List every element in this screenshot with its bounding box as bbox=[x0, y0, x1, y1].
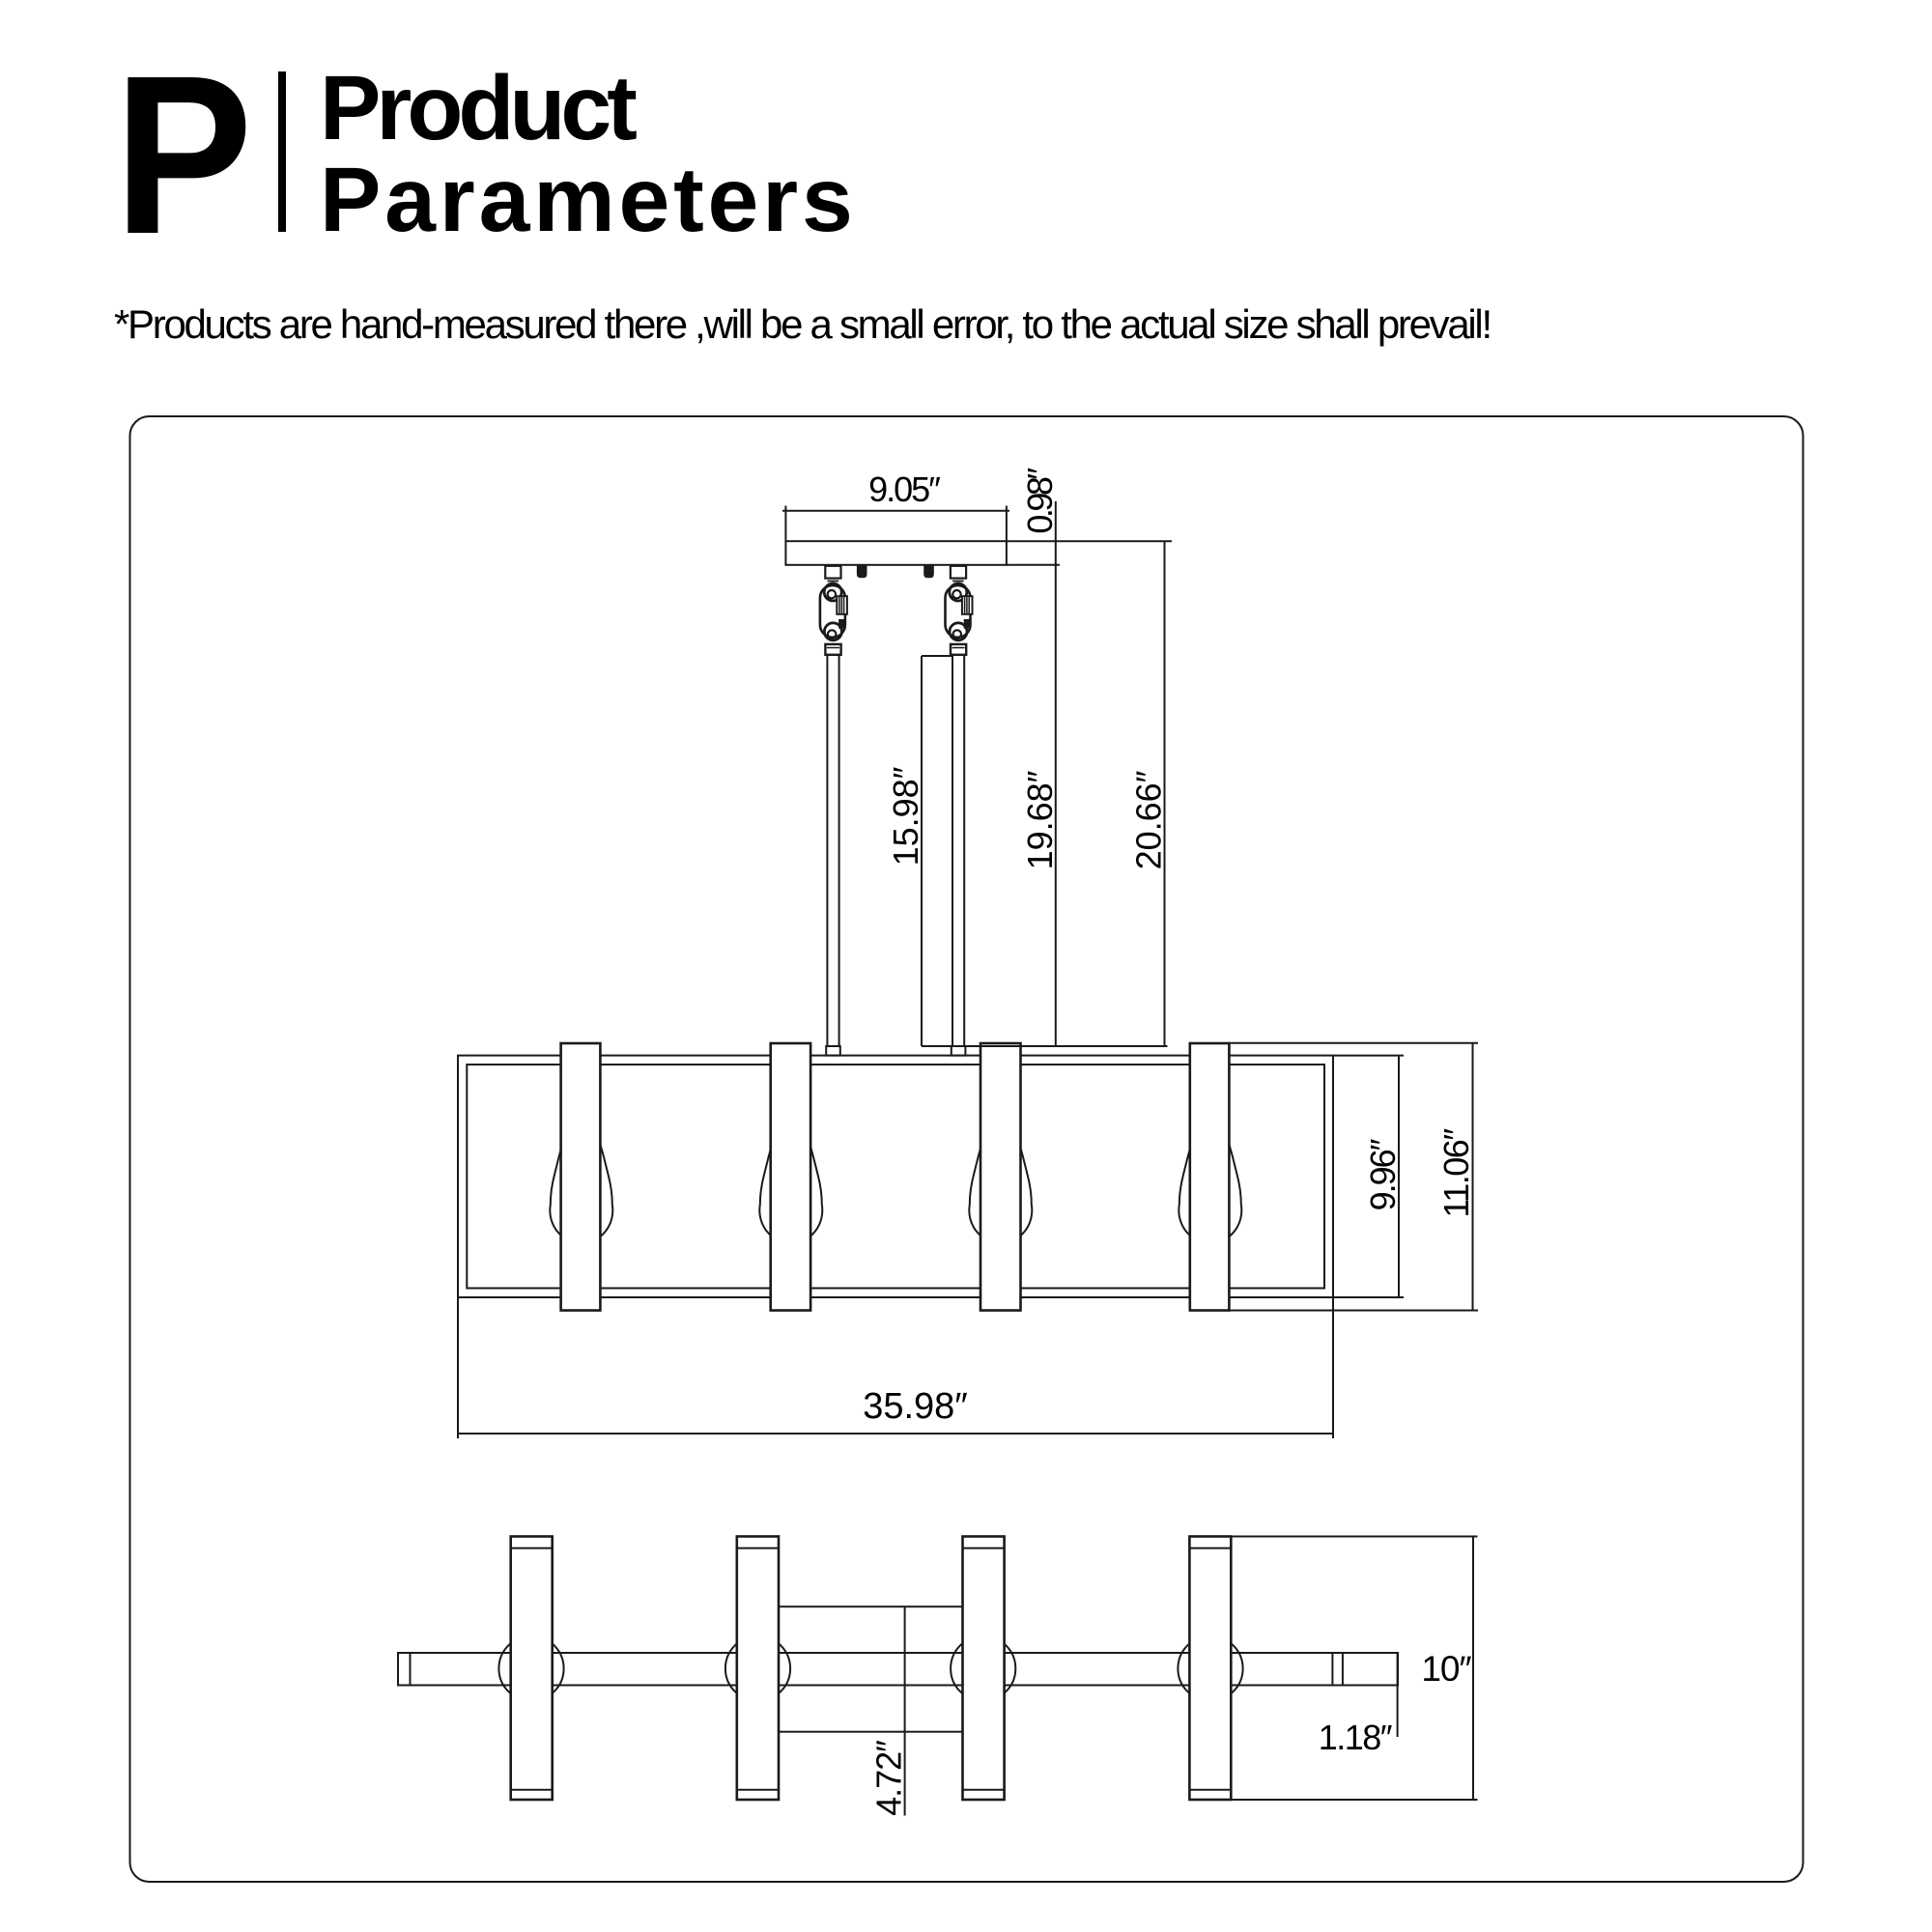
svg-text:0.98″: 0.98″ bbox=[1020, 468, 1060, 534]
svg-text:10″: 10″ bbox=[1421, 1649, 1471, 1689]
svg-text:9.05″: 9.05″ bbox=[868, 469, 941, 509]
svg-text:4.72″: 4.72″ bbox=[869, 1740, 909, 1816]
svg-text:19.68″: 19.68″ bbox=[1020, 770, 1060, 869]
svg-text:15.98″: 15.98″ bbox=[886, 766, 925, 866]
svg-text:20.66″: 20.66″ bbox=[1129, 770, 1169, 869]
svg-text:1.18″: 1.18″ bbox=[1319, 1718, 1393, 1757]
svg-text:11.06″: 11.06″ bbox=[1436, 1128, 1476, 1218]
svg-text:35.98″: 35.98″ bbox=[863, 1386, 968, 1427]
svg-text:9.96″: 9.96″ bbox=[1363, 1138, 1403, 1210]
